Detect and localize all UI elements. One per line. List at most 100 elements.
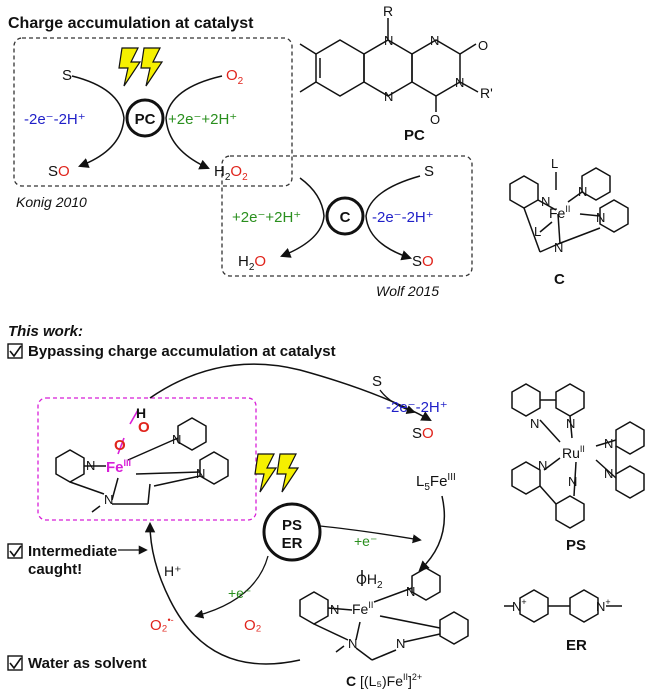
pc-atom-n1: N bbox=[384, 33, 393, 48]
int-atom-n3: N bbox=[196, 466, 205, 481]
ps-caption: PS bbox=[566, 537, 586, 554]
ps-atom-n4: N bbox=[604, 466, 613, 481]
aqua-caption: C [(L₅)FeII]2+ bbox=[346, 672, 422, 689]
c-substrate: S bbox=[424, 163, 434, 180]
er-caption: ER bbox=[566, 637, 587, 654]
ps-structure bbox=[511, 383, 645, 529]
aqua-metal: FeII bbox=[352, 600, 373, 617]
c-product-so: SO bbox=[412, 253, 434, 270]
c-atom-n2: N bbox=[578, 184, 587, 199]
int-h: H bbox=[136, 405, 146, 421]
aqua-atom-n4: N bbox=[396, 636, 405, 651]
checkbox-icon bbox=[7, 655, 23, 671]
aqua-complex-structure bbox=[299, 567, 469, 661]
pc-atom-n3: N bbox=[430, 33, 439, 48]
lightning-bolt-icon bbox=[118, 47, 164, 87]
pc-circle-label: PC bbox=[135, 111, 156, 128]
ps-er-line2: ER bbox=[282, 535, 303, 552]
ps-atom-n2: N bbox=[566, 416, 575, 431]
this-work-label: This work: bbox=[8, 323, 83, 340]
check-bypassing: Bypassing charge accumulation at catalys… bbox=[28, 343, 336, 360]
intermediate-box bbox=[37, 397, 257, 521]
aqua-atom-n2: N bbox=[406, 584, 415, 599]
pc-oxidant: O2 bbox=[226, 67, 244, 87]
checkbox-icon bbox=[7, 343, 23, 359]
bottom-product-so: SO bbox=[412, 425, 434, 442]
c-right-process: -2e⁻-2H⁺ bbox=[372, 209, 434, 226]
c-atom-n1: N bbox=[541, 194, 550, 209]
c-caption: C bbox=[554, 271, 565, 288]
int-metal: FeIII bbox=[106, 458, 131, 476]
pc-atom-o2: O bbox=[430, 112, 440, 127]
konig-box bbox=[13, 37, 293, 187]
pc-caption: PC bbox=[404, 127, 425, 144]
ps-atom-n6: N bbox=[568, 474, 577, 489]
int-o2: O bbox=[114, 437, 126, 454]
electron-label-1: +e⁻ bbox=[354, 533, 377, 549]
er-structure bbox=[504, 589, 622, 623]
reduction-arc bbox=[418, 495, 446, 572]
c-product-water: H2O bbox=[238, 253, 266, 273]
ps-metal: RuII bbox=[562, 444, 585, 461]
superoxide-label: O₂•- bbox=[150, 615, 174, 634]
bottom-substrate: S bbox=[372, 373, 382, 390]
int-atom-n2: N bbox=[172, 432, 181, 447]
top-title: Charge accumulation at catalyst bbox=[8, 15, 254, 32]
er-n-right: N+ bbox=[596, 597, 611, 614]
l5fe-label: L5FeIII bbox=[416, 472, 456, 493]
c-right-arc bbox=[365, 175, 421, 261]
oxygen-label: O₂ bbox=[244, 617, 262, 634]
lightning-bolt-icon bbox=[254, 453, 300, 493]
c-atom-n3: N bbox=[596, 210, 605, 225]
wolf-label: Wolf 2015 bbox=[376, 283, 439, 299]
return-arc bbox=[144, 521, 301, 665]
c-metal: FeII bbox=[549, 204, 570, 221]
pc-atom-n2: N bbox=[384, 89, 393, 104]
electron-label-2: +e⁻ bbox=[228, 585, 251, 601]
c-catalyst-circle bbox=[325, 196, 365, 236]
c-circle-label: C bbox=[340, 209, 351, 226]
pc-substrate: S bbox=[62, 67, 72, 84]
pc-structure bbox=[299, 18, 479, 112]
c-left-process: +2e⁻+2H⁺ bbox=[232, 209, 301, 226]
wolf-box bbox=[221, 155, 473, 277]
aqua-oh2: OH2 bbox=[356, 571, 383, 591]
pc-right-process: +2e⁻+2H⁺ bbox=[168, 111, 237, 128]
c-structure bbox=[509, 167, 629, 253]
pc-left-process: -2e⁻-2H⁺ bbox=[24, 111, 86, 128]
konig-label: Konig 2010 bbox=[16, 194, 87, 210]
pc-atom-n4: N bbox=[455, 75, 464, 90]
er-n-left: N+ bbox=[512, 597, 527, 614]
pc-left-arc bbox=[71, 75, 125, 168]
int-atom-n4: N bbox=[104, 492, 113, 507]
pc-catalyst-circle bbox=[125, 98, 165, 138]
c-atom-n4: N bbox=[554, 240, 563, 255]
intermediate-structure bbox=[55, 417, 229, 513]
c-left-arc bbox=[280, 177, 325, 258]
peroxo-bonds bbox=[117, 409, 139, 455]
electron-arrow-1 bbox=[319, 525, 422, 544]
c-ligand-left: L bbox=[534, 224, 541, 239]
check-intermediate-1: Intermediate bbox=[28, 543, 117, 560]
pc-sub-r: R bbox=[383, 3, 393, 19]
ps-atom-n5: N bbox=[538, 458, 547, 473]
pc-atom-o1: O bbox=[478, 38, 488, 53]
checkbox-icon bbox=[7, 543, 23, 559]
int-o1: O bbox=[138, 419, 150, 436]
ps-atom-n1: N bbox=[530, 416, 539, 431]
pc-product-h2o2: H2O2 bbox=[214, 163, 248, 183]
pc-sub-r-prime: R' bbox=[480, 85, 493, 101]
proton-label: H⁺ bbox=[164, 563, 182, 579]
pc-right-arc bbox=[165, 75, 223, 170]
check-intermediate-2: caught! bbox=[28, 561, 82, 578]
check-water: Water as solvent bbox=[28, 655, 147, 672]
ps-atom-n3: N bbox=[604, 436, 613, 451]
pc-product-so: SO bbox=[48, 163, 70, 180]
electron-arrow-2 bbox=[194, 555, 269, 619]
c-ligand-top: L bbox=[551, 156, 558, 171]
aqua-atom-n3: N bbox=[348, 636, 357, 651]
substrate-arrow bbox=[379, 389, 416, 415]
aqua-atom-n1: N bbox=[330, 602, 339, 617]
